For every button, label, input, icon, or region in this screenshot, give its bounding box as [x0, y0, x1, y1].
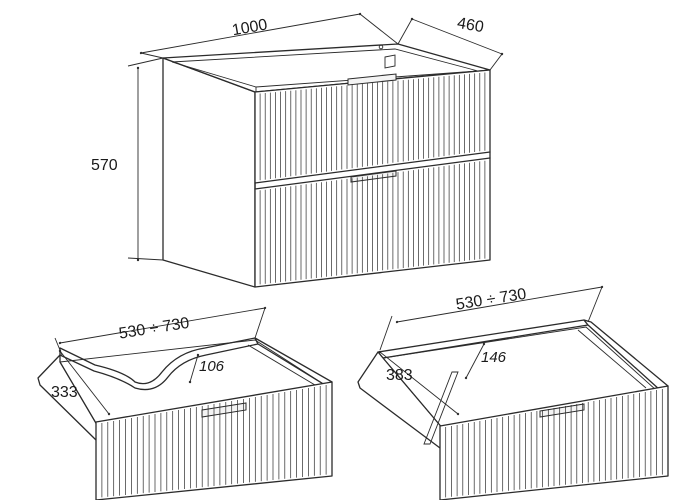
depth-label: 460: [456, 15, 485, 36]
drawer-right-right-side: [583, 319, 669, 391]
drawer-left-cutout-label: 106: [199, 358, 225, 375]
drawer-right-width-label: 383: [386, 367, 413, 384]
drawer-left-back: [59, 337, 259, 391]
upper-drawer-flutes: [259, 72, 486, 181]
cabinet-side-panel: [162, 57, 256, 288]
drawer-left: [37, 337, 333, 500]
drawer-right-handle: [539, 403, 585, 418]
drawer-left-depth-label: 530 ÷ 730: [118, 315, 191, 343]
cabinet-dimensions: 1000 460 570: [91, 12, 504, 262]
cabinet: [162, 43, 491, 288]
width-label: 1000: [231, 16, 269, 39]
drawer-left-width-label: 333: [51, 384, 78, 401]
drawer-right-depth-label: 530 ÷ 730: [455, 286, 528, 314]
drawer-left-flutes: [101, 385, 327, 498]
drawer-right: [357, 319, 669, 500]
lower-drawer-flutes: [259, 160, 486, 285]
height-label: 570: [91, 157, 118, 174]
drawer-right-flutes: [445, 389, 663, 498]
drawer-right-divider-label: 146: [481, 349, 507, 366]
drawer-left-right-side: [254, 337, 333, 386]
upper-drawer-handle: [347, 73, 397, 86]
